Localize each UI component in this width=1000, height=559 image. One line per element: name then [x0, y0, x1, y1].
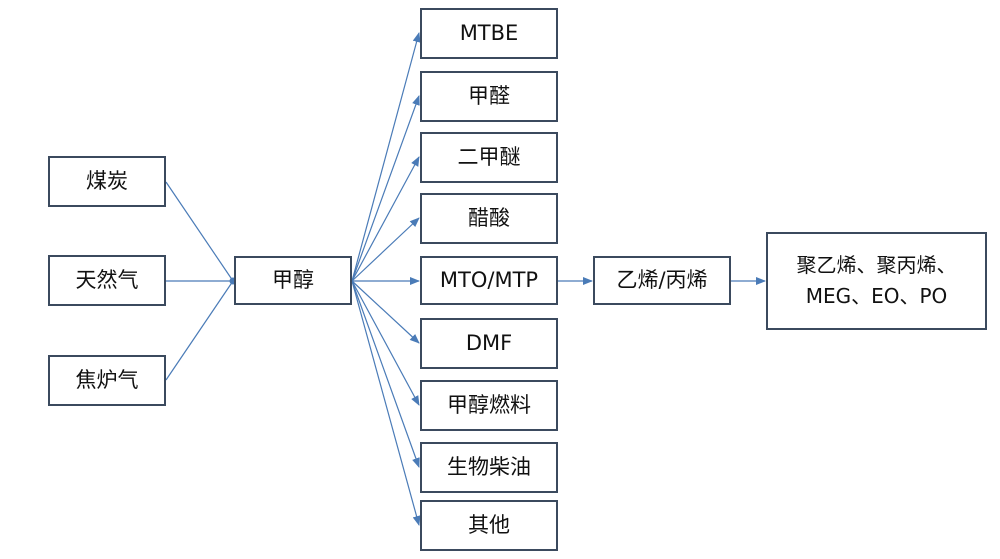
product-formaldehyde-label: 甲醛: [468, 84, 510, 109]
product-mto-mtp-label: MTO/MTP: [439, 268, 539, 293]
downstream-line-2: MEG、EO、PO: [805, 284, 948, 308]
product-methanol-fuel-label: 甲醇燃料: [447, 393, 531, 418]
connector-methanol-to-product-8: [351, 280, 420, 468]
product-dmf-box: DMF: [420, 318, 558, 369]
connector-coal-to-methanol: [165, 181, 234, 282]
olefins-box: 乙烯/丙烯: [593, 256, 731, 305]
product-dmf-label: DMF: [465, 331, 513, 356]
product-dimethyl-ether-label: 二甲醚: [457, 145, 521, 170]
feedstock-natural-gas-box: 天然气: [48, 255, 166, 306]
product-formaldehyde-box: 甲醛: [420, 71, 558, 122]
feedstock-coke-oven-gas-label: 焦炉气: [75, 368, 139, 393]
product-mtbe-box: MTBE: [420, 8, 558, 59]
connector-methanol-to-product-1: [351, 32, 421, 282]
product-dimethyl-ether-box: 二甲醚: [420, 132, 558, 183]
connector-methanol-to-product-6: [351, 280, 420, 344]
product-acetic-acid-box: 醋酸: [420, 193, 558, 244]
product-biodiesel-label: 生物柴油: [447, 455, 531, 480]
product-biodiesel-box: 生物柴油: [420, 442, 558, 493]
connector-coke-oven-gas-to-methanol: [165, 280, 234, 381]
downstream-products-box: 聚乙烯、聚丙烯、 MEG、EO、PO: [766, 232, 987, 330]
product-mto-mtp-box: MTO/MTP: [420, 256, 558, 305]
feedstock-coal-label: 煤炭: [86, 169, 128, 194]
product-acetic-acid-label: 醋酸: [468, 206, 510, 231]
product-other-label: 其他: [468, 513, 510, 538]
connector-methanol-to-product-7: [351, 280, 420, 406]
olefins-label: 乙烯/丙烯: [616, 268, 708, 293]
methanol-hub-box: 甲醇: [234, 256, 352, 305]
downstream-products-text: 聚乙烯、聚丙烯、 MEG、EO、PO: [797, 250, 957, 312]
connector-methanol-to-product-3: [351, 156, 420, 282]
feedstock-natural-gas-label: 天然气: [75, 268, 139, 293]
connector-methanol-to-product-2: [351, 95, 420, 282]
connector-methanol-to-product-9: [351, 280, 421, 526]
connector-methanol-to-product-4: [351, 217, 420, 282]
methanol-hub-label: 甲醇: [272, 268, 314, 293]
product-other-box: 其他: [420, 500, 558, 551]
downstream-line-1: 聚乙烯、聚丙烯、: [796, 253, 957, 277]
product-mtbe-label: MTBE: [459, 21, 519, 46]
product-methanol-fuel-box: 甲醇燃料: [420, 380, 558, 431]
feedstock-coke-oven-gas-box: 焦炉气: [48, 355, 166, 406]
feedstock-coal-box: 煤炭: [48, 156, 166, 207]
